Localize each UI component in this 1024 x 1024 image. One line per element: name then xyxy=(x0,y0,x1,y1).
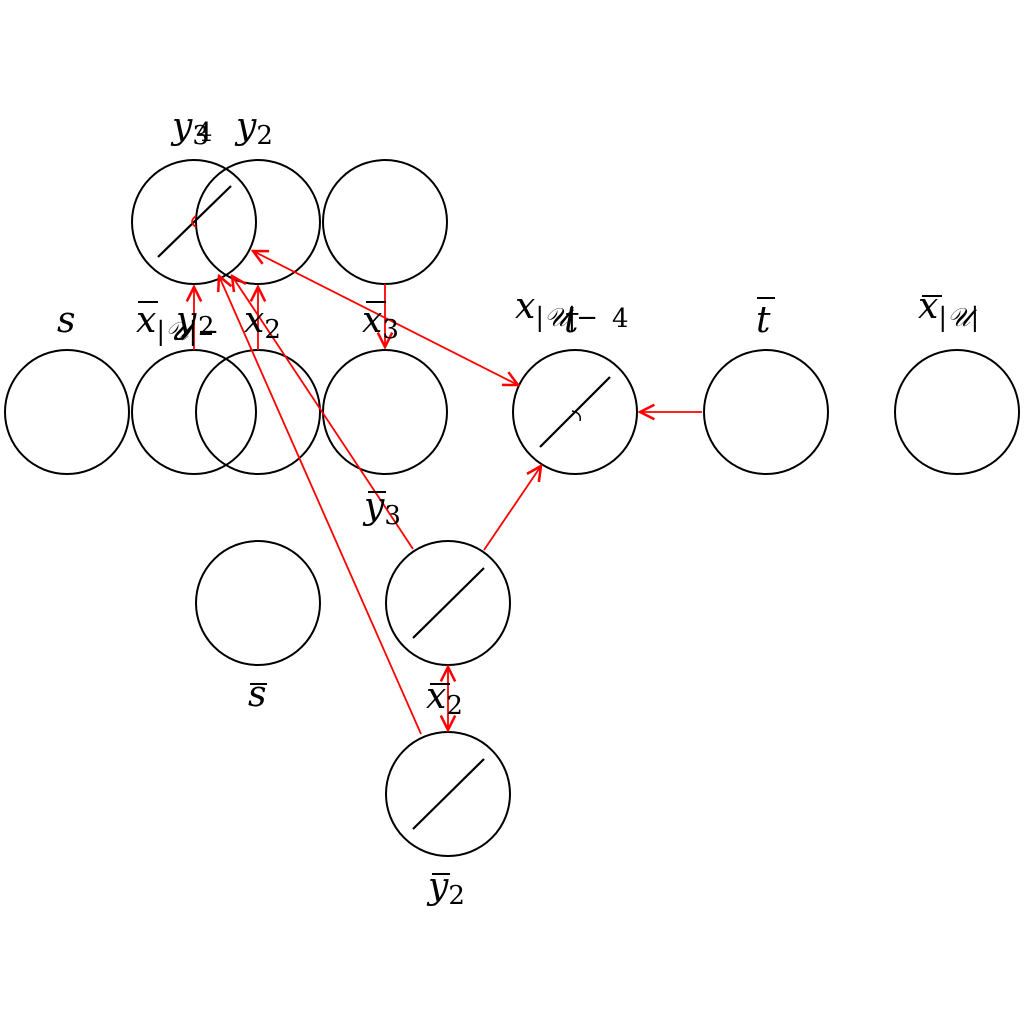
label-y3-top: y3 xyxy=(170,106,209,151)
node-t-bar[interactable] xyxy=(703,349,829,475)
label-x-u-minus: x|𝒰|− xyxy=(515,286,598,333)
label-x-bar-u: x|𝒰| xyxy=(918,286,979,333)
label-x-bar-u-minus: x|𝒰|− xyxy=(136,300,219,347)
node-x-u-minus[interactable] xyxy=(512,349,638,475)
node-y3-top[interactable] xyxy=(131,159,257,285)
node-x-bar-u[interactable] xyxy=(894,349,1020,475)
label-y-bar-mid: y3 xyxy=(362,486,401,531)
label-y-overlap: y xyxy=(174,300,197,341)
edge-group xyxy=(191,215,702,735)
node-x-bar-3[interactable] xyxy=(322,349,448,475)
node-x-bar-2-mid[interactable] xyxy=(195,349,321,475)
label-y-overlap-digit: 4 xyxy=(196,118,213,148)
label-y2-top: y2 xyxy=(234,106,273,151)
label-t-bar: t xyxy=(756,300,771,341)
label-t: t xyxy=(564,300,579,341)
node-y-bar-3[interactable] xyxy=(385,540,511,666)
label-x-bar-2: x2 xyxy=(426,676,463,721)
label-overlap-digit-c: 4 xyxy=(612,304,629,334)
label-s: s xyxy=(57,300,75,341)
node-y2-top[interactable] xyxy=(195,159,321,285)
node-s[interactable] xyxy=(4,349,130,475)
edge-self-tick xyxy=(191,215,197,228)
label-x-bar-2-mid: x2 xyxy=(244,300,281,345)
node-y-bar-2[interactable] xyxy=(385,731,511,857)
label-x-bar-3: x3 xyxy=(362,300,399,345)
label-group: y3 4 y2 s x|𝒰|− y 2 x2 x3 x|𝒰|− t 4 t x|… xyxy=(57,106,979,911)
label-s-bar: s xyxy=(248,674,266,715)
edge-top-to-x-u[interactable] xyxy=(253,251,518,385)
edge-y3-to-x-u[interactable] xyxy=(483,466,541,551)
node-group xyxy=(4,159,1020,857)
edge-y3-to-top[interactable] xyxy=(232,276,414,550)
edge-y2-to-top[interactable] xyxy=(219,276,422,735)
node-y-bar-3-slash xyxy=(412,567,485,639)
node-y3-top-slash xyxy=(157,185,232,258)
node-s-bar[interactable] xyxy=(195,540,321,666)
node-x-bar-u-minus[interactable] xyxy=(131,349,257,475)
label-y-bar-2: y2 xyxy=(426,866,465,911)
label-overlap-digit-b: 2 xyxy=(198,312,215,342)
node-y-bar-2-slash xyxy=(412,758,485,830)
node-top-right[interactable] xyxy=(322,159,448,285)
node-x-u-minus-tick xyxy=(571,410,582,422)
